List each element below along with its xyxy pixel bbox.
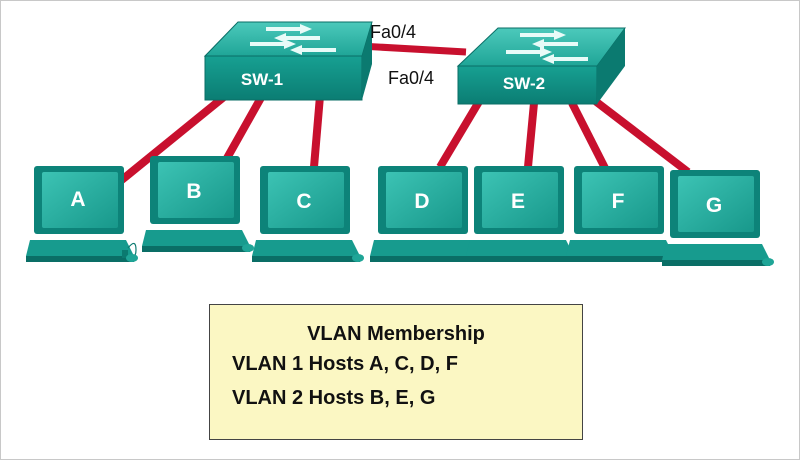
link-sw2-g xyxy=(587,93,691,176)
switch-label: SW-1 xyxy=(241,70,283,89)
link-sw1-a xyxy=(115,88,233,187)
host-b: B xyxy=(142,156,254,252)
sw2-port-label: Fa0/4 xyxy=(388,68,435,88)
host-label: F xyxy=(612,190,625,213)
host-label: E xyxy=(511,190,525,213)
hosts-layer: A B C xyxy=(26,156,774,266)
host-d: D xyxy=(370,166,482,262)
link-sw2-f xyxy=(568,101,610,172)
pc-icon xyxy=(662,170,774,266)
legend-vlan1: VLAN 1 Hosts A, C, D, F xyxy=(232,353,458,375)
pc-icon xyxy=(142,156,254,252)
link-sw1-c xyxy=(310,95,324,168)
host-e: E xyxy=(466,166,578,262)
legend-vlan2: VLAN 2 Hosts B, E, G xyxy=(232,387,436,409)
host-g: G xyxy=(662,170,774,266)
pc-icon xyxy=(466,166,578,262)
switch-sw1: SW-1 xyxy=(203,21,373,101)
switch-label: SW-2 xyxy=(503,74,545,93)
host-c: C xyxy=(252,166,364,262)
switch-icon xyxy=(456,27,626,105)
link-sw1-b xyxy=(218,94,266,169)
host-label: D xyxy=(414,190,429,213)
host-label: C xyxy=(296,190,311,213)
switch-icon xyxy=(203,21,373,101)
pc-icon xyxy=(252,166,364,262)
link-sw2-d xyxy=(436,97,484,170)
legend-title: VLAN Membership xyxy=(307,323,485,345)
host-label: G xyxy=(706,194,722,217)
host-f: F xyxy=(566,166,678,262)
host-label: B xyxy=(186,180,201,203)
pc-icon xyxy=(370,166,482,262)
link-sw2-e xyxy=(524,102,538,168)
switch-sw2: SW-2 xyxy=(456,27,626,105)
host-a: A xyxy=(26,166,138,262)
pc-icon xyxy=(26,166,138,262)
pc-icon xyxy=(566,166,678,262)
links-layer xyxy=(115,42,691,187)
vlan-membership-legend: VLAN Membership VLAN 1 Hosts A, C, D, F … xyxy=(209,304,583,440)
host-label: A xyxy=(70,188,85,211)
trunk-link xyxy=(359,42,467,56)
sw1-port-label: Fa0/4 xyxy=(370,22,417,42)
